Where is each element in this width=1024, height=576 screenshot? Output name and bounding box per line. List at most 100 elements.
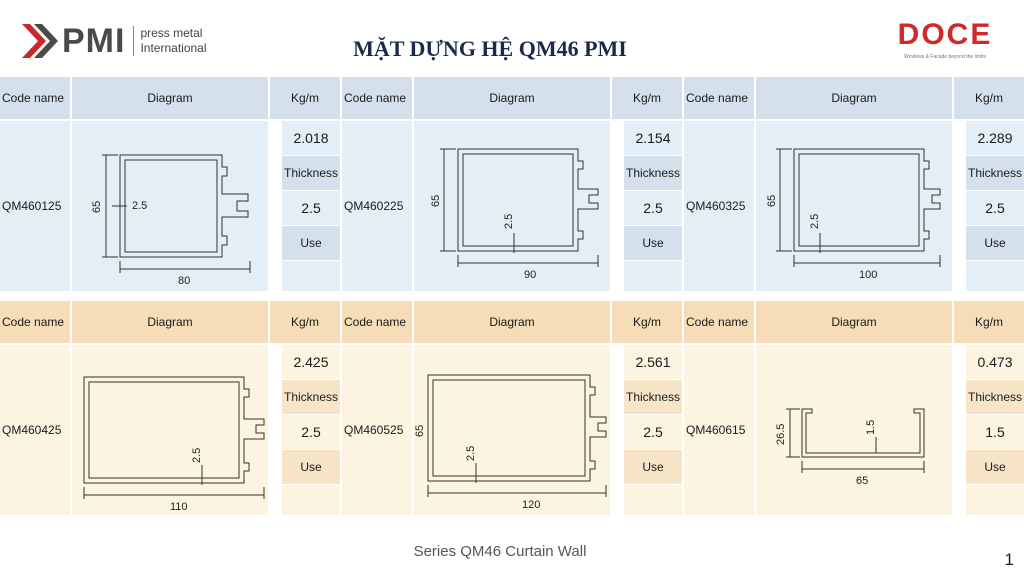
use-value	[966, 261, 1024, 291]
thickness-label: Thickness	[624, 156, 682, 190]
wall-label: 2.5	[503, 214, 515, 229]
profile-panel-qm460325: Code name Diagram Kg/m QM460325 65 10	[684, 77, 1024, 293]
profile-panel-qm460525: Code name Diagram Kg/m QM460525 65 120 2…	[342, 301, 682, 517]
kg-value: 0.473	[966, 345, 1024, 379]
profile-code: QM460525	[342, 345, 412, 515]
code-name-header: Code name	[0, 77, 70, 119]
profile-panel-qm460125: Code name Diagram Kg/m QM460125 65 80	[0, 77, 340, 293]
kg-header: Kg/m	[954, 301, 1024, 343]
profile-panel-qm460615: Code name Diagram Kg/m QM460615 26.5 65	[684, 301, 1024, 517]
profile-code: QM460125	[0, 121, 70, 291]
thickness-value: 2.5	[966, 191, 1024, 225]
code-name-header: Code name	[342, 301, 412, 343]
doce-tagline: Windows & Facade beyond the limits	[904, 54, 986, 60]
kg-value: 2.425	[282, 345, 340, 379]
use-label: Use	[966, 226, 1024, 260]
diagram-header: Diagram	[756, 77, 952, 119]
pmi-subtitle-line1: press metal	[140, 26, 203, 40]
panel-body: QM460325 65 100 2.5	[684, 121, 1024, 291]
profile-diagram: 65 90 2.5	[414, 121, 610, 291]
thickness-value: 1.5	[966, 415, 1024, 449]
wall-label: 1.5	[865, 420, 877, 435]
profile-diagram: 65 100 2.5	[756, 121, 952, 291]
width-label: 120	[522, 499, 540, 511]
height-label: 65	[91, 201, 103, 213]
diagram-header: Diagram	[72, 301, 268, 343]
doce-wordmark: DOCE	[897, 18, 993, 51]
use-label: Use	[282, 226, 340, 260]
series-footer: Series QM46 Curtain Wall	[413, 543, 587, 560]
pmi-logo: PMI press metal International	[22, 24, 207, 58]
diagram-header: Diagram	[414, 77, 610, 119]
wall-label: 2.5	[465, 446, 477, 461]
panel-body: QM460225 65 90 2.5	[342, 121, 682, 291]
diagram-header: Diagram	[756, 301, 952, 343]
kg-header: Kg/m	[270, 301, 340, 343]
thickness-value: 2.5	[282, 415, 340, 449]
profile-code: QM460325	[684, 121, 754, 291]
use-value	[624, 485, 682, 515]
width-label: 110	[170, 501, 188, 513]
profile-panel-qm460225: Code name Diagram Kg/m QM460225 65 90	[342, 77, 682, 293]
profile-code: QM460225	[342, 121, 412, 291]
thickness-label: Thickness	[282, 156, 340, 190]
code-name-header: Code name	[342, 77, 412, 119]
profile-specs: 2.018 Thickness 2.5 Use	[282, 121, 340, 291]
profile-diagram: 65 120 2.5	[414, 345, 610, 515]
use-value	[282, 485, 340, 515]
panel-body: QM460125 65 80 2.5	[0, 121, 340, 291]
code-name-header: Code name	[0, 301, 70, 343]
use-value	[282, 261, 340, 291]
profile-panel-qm460425: Code name Diagram Kg/m QM460425 110 2.5 …	[0, 301, 340, 517]
thickness-label: Thickness	[966, 380, 1024, 414]
kg-value: 2.289	[966, 121, 1024, 155]
pmi-logo-icon	[22, 24, 58, 58]
kg-header: Kg/m	[270, 77, 340, 119]
thickness-label: Thickness	[282, 380, 340, 414]
panel-body: QM460525 65 120 2.5	[342, 345, 682, 515]
use-value	[624, 261, 682, 291]
profile-diagram: 65 80 2.5	[72, 121, 268, 291]
profile-drawing: 26.5 65 1.5	[775, 408, 925, 487]
profile-drawing: 65 120 2.5	[414, 374, 607, 511]
kg-value: 2.018	[282, 121, 340, 155]
use-label: Use	[624, 226, 682, 260]
profile-drawing: 65 80 2.5	[91, 154, 251, 287]
width-label: 65	[856, 475, 868, 487]
pmi-subtitle: press metal International	[133, 26, 207, 56]
height-label: 65	[430, 195, 442, 207]
kg-header: Kg/m	[954, 77, 1024, 119]
height-label: 65	[766, 195, 778, 207]
use-label: Use	[282, 450, 340, 484]
page-title: MẶT DỰNG HỆ QM46 PMI	[353, 36, 627, 61]
wall-label: 2.5	[191, 448, 203, 463]
kg-header: Kg/m	[612, 77, 682, 119]
panel-header-row: Code name Diagram Kg/m	[342, 301, 682, 343]
profile-specs: 2.561 Thickness 2.5 Use	[624, 345, 682, 515]
use-label: Use	[966, 450, 1024, 484]
panel-header-row: Code name Diagram Kg/m	[0, 301, 340, 343]
width-label: 80	[178, 275, 190, 287]
panel-body: QM460615 26.5 65 1.5	[684, 345, 1024, 515]
height-label: 65	[414, 425, 426, 437]
height-label: 26.5	[775, 424, 787, 445]
panel-header-row: Code name Diagram Kg/m	[684, 301, 1024, 343]
profile-specs: 2.289 Thickness 2.5 Use	[966, 121, 1024, 291]
panel-header-row: Code name Diagram Kg/m	[0, 77, 340, 119]
profile-diagram: 110 2.5	[72, 345, 268, 515]
profile-drawing: 65 100 2.5	[766, 148, 941, 281]
page-number: 1	[1004, 550, 1014, 569]
profile-specs: 0.473 Thickness 1.5 Use	[966, 345, 1024, 515]
wall-label: 2.5	[132, 200, 147, 212]
code-name-header: Code name	[684, 77, 754, 119]
profile-diagram: 26.5 65 1.5	[756, 345, 952, 515]
profile-drawing: 65 90 2.5	[430, 148, 599, 281]
panel-header-row: Code name Diagram Kg/m	[684, 77, 1024, 119]
profile-code: QM460425	[0, 345, 70, 515]
use-value	[966, 485, 1024, 515]
diagram-header: Diagram	[414, 301, 610, 343]
thickness-value: 2.5	[624, 415, 682, 449]
thickness-value: 2.5	[282, 191, 340, 225]
diagram-header: Diagram	[72, 77, 268, 119]
panel-body: QM460425 110 2.5	[0, 345, 340, 515]
